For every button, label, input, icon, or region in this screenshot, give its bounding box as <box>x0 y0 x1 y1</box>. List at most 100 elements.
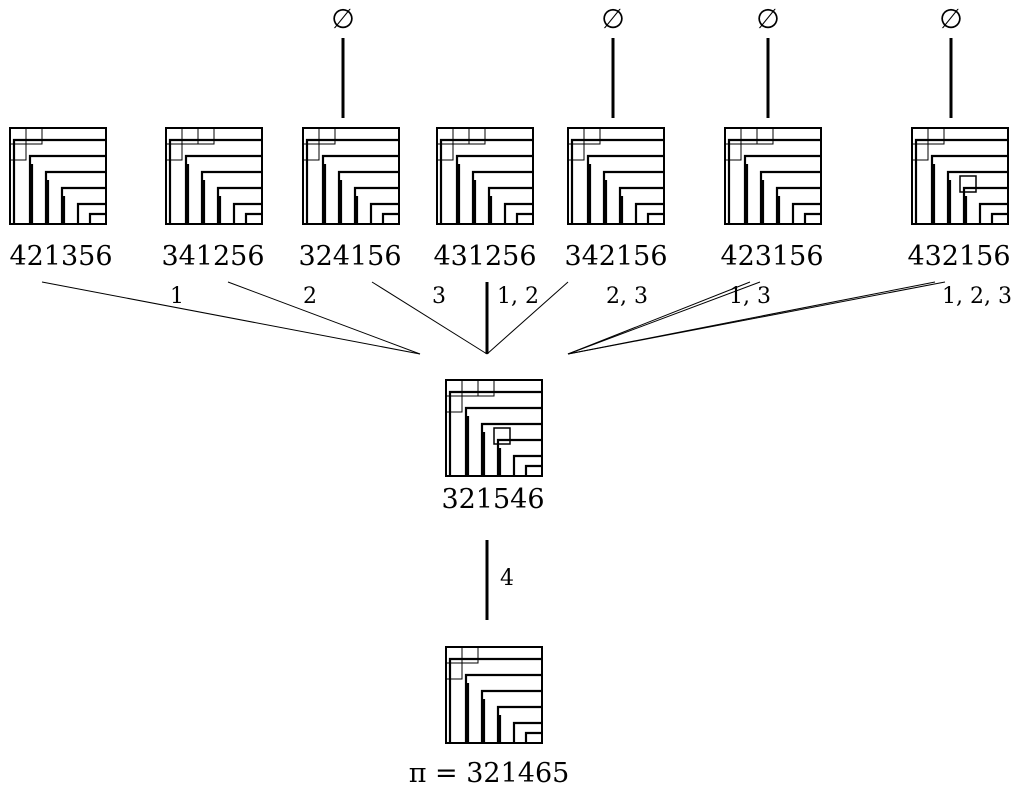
pipe <box>168 138 262 224</box>
pipe <box>634 202 664 224</box>
perm-label-431256: 431256 <box>433 241 536 272</box>
pipe-dream-342156 <box>567 127 665 225</box>
pipe <box>914 138 1008 224</box>
cell <box>318 127 336 145</box>
pipe-dream-341256 <box>165 127 263 225</box>
cell <box>583 127 601 145</box>
cell <box>165 143 183 161</box>
cell <box>927 127 945 145</box>
pipe <box>930 154 1008 224</box>
perm-label-432156: 432156 <box>907 241 1010 272</box>
perm-label-342156: 342156 <box>564 241 667 272</box>
pipe <box>487 186 533 224</box>
empty-set-432156: ∅ <box>939 4 963 35</box>
pipe-dream-324156 <box>302 127 400 225</box>
pipe-dream-431256 <box>436 127 534 225</box>
edge-342156 <box>486 281 569 355</box>
pipe <box>978 202 1008 224</box>
cell <box>468 127 486 145</box>
pipe <box>353 186 399 224</box>
corner-pipe <box>803 212 821 224</box>
top-edges: 1 2 3 1, 2 2, 3 1, 3 1, 2, 3 <box>41 281 1012 355</box>
pipe <box>946 170 1008 224</box>
cell <box>445 395 463 413</box>
cell <box>461 379 479 397</box>
corner-pipe <box>524 464 542 476</box>
pipe <box>337 170 399 224</box>
cell <box>724 127 742 145</box>
cell <box>445 646 463 664</box>
pipe-dream-321465 <box>445 646 543 744</box>
frame <box>445 646 543 744</box>
perm-label-324156: 324156 <box>298 241 401 272</box>
cell <box>911 127 929 145</box>
pipe <box>480 689 542 743</box>
pipe-dream-432156 <box>911 127 1009 225</box>
pipe-dream-423156 <box>724 127 822 225</box>
corner-pipe <box>990 212 1008 224</box>
pipe <box>200 170 262 224</box>
edge-label-432156: 1, 2, 3 <box>942 284 1012 309</box>
pipe <box>496 705 542 743</box>
frame <box>9 127 107 225</box>
pipe <box>216 186 262 224</box>
corner-pipe <box>515 212 533 224</box>
perm-label-321546: 321546 <box>441 484 544 515</box>
corner-pipe <box>524 731 542 743</box>
perm-label-423156: 423156 <box>720 241 823 272</box>
pipe <box>44 170 106 224</box>
pipe <box>28 154 106 224</box>
corner-pipe <box>88 212 106 224</box>
pipe <box>12 138 106 224</box>
box-tile <box>959 175 977 193</box>
pipe-dream-321546 <box>445 379 543 477</box>
cell <box>724 143 742 161</box>
pipe <box>305 138 399 224</box>
pipe <box>586 154 664 224</box>
top-row-labels: 421356 341256 324156 431256 342156 42315… <box>9 241 1010 272</box>
edge-341256 <box>227 281 421 355</box>
cell <box>197 127 215 145</box>
pipe <box>448 657 542 743</box>
cell <box>9 127 27 145</box>
pipe <box>496 438 542 476</box>
pipe <box>321 154 399 224</box>
empty-set-324156: ∅ <box>331 4 355 35</box>
perm-label-pi: π = 321465 <box>409 758 570 789</box>
cell <box>567 143 585 161</box>
pipe <box>618 186 664 224</box>
cell <box>452 127 470 145</box>
corner-pipe <box>244 212 262 224</box>
edge-423156a <box>567 281 751 355</box>
pipe <box>455 154 533 224</box>
cell <box>461 646 479 664</box>
cell <box>445 379 463 397</box>
pipe <box>480 422 542 476</box>
pipe <box>232 202 262 224</box>
edge-432156b <box>567 281 946 355</box>
edge-label-431256: 1, 2 <box>497 284 539 309</box>
pipe <box>439 138 533 224</box>
pipe <box>759 170 821 224</box>
edge-label-342156: 2, 3 <box>606 284 648 309</box>
cell <box>740 127 758 145</box>
edge-423156b <box>567 281 761 355</box>
pi-prefix: π = <box>409 758 467 789</box>
cell <box>567 127 585 145</box>
perm-label-341256: 341256 <box>161 241 264 272</box>
cell <box>302 127 320 145</box>
pipe-dream-421356 <box>9 127 107 225</box>
edge-label-4: 4 <box>500 566 514 591</box>
frame <box>911 127 1009 225</box>
pipe <box>471 170 533 224</box>
corner-pipe <box>381 212 399 224</box>
empty-set-423156: ∅ <box>756 4 780 35</box>
cell <box>165 127 183 145</box>
cell <box>756 127 774 145</box>
pipe <box>503 202 533 224</box>
frame <box>302 127 400 225</box>
edge-label-341256: 2 <box>303 284 317 309</box>
pipe <box>76 202 106 224</box>
pipe <box>464 406 542 476</box>
